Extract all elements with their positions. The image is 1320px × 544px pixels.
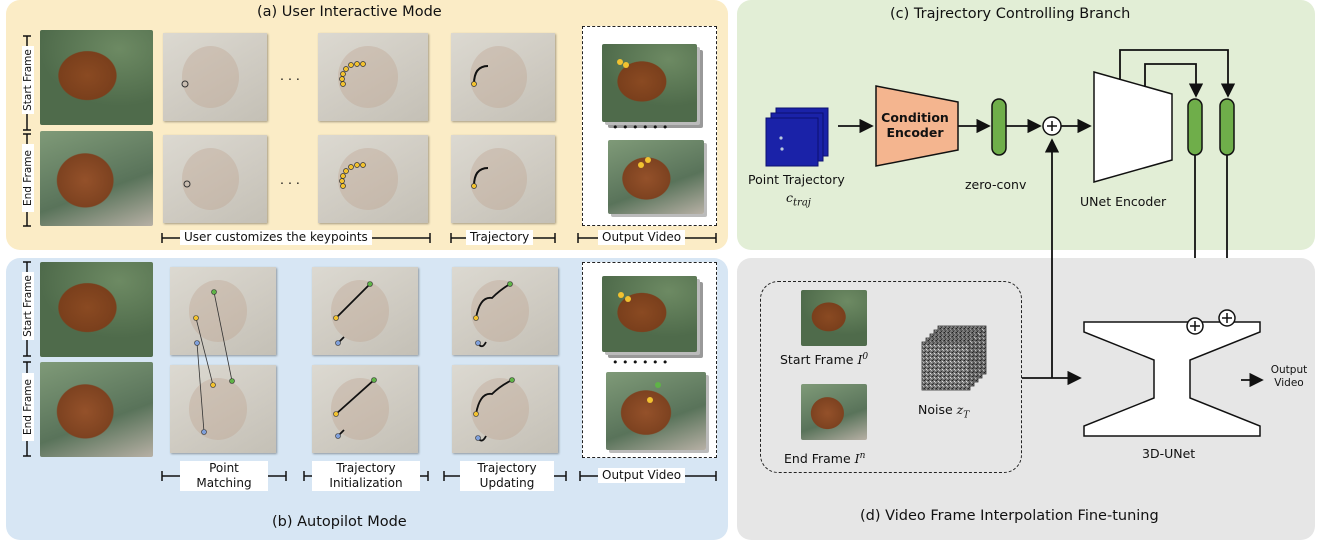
d-start-frame-text: Start Frame [780,352,854,368]
point-trajectory-subscript: traj [793,197,811,209]
keypoint-frame-end-1 [163,135,267,223]
tag-output-video-a: Output Video [598,230,686,245]
noise-label: Noise zT [918,402,969,421]
svg-text:• • • • • •: • • • • • • [612,121,668,134]
trajectory-frame-end [451,135,555,223]
tag-output-video-b: Output Video [598,468,686,483]
keypoint-frame-end-2 [318,135,428,223]
point-trajectory-label: Point Trajectory [748,172,845,187]
d-start-frame-math: I0 [857,352,868,367]
noise-subscript: T [963,410,970,421]
start-frame-photo [40,30,153,125]
d-start-frame-sup: 0 [862,352,869,362]
ellipsis-top: . . . [280,68,300,83]
d-start-frame-photo [801,290,867,346]
keypoint-frame-start-1 [163,33,267,121]
tag-point-matching: Point Matching [180,461,268,491]
noise-text: Noise [918,402,953,417]
d-end-frame-sup: n [859,451,866,461]
panel-a-title: (a) User Interactive Mode [257,4,442,20]
tag-user-customizes: User customizes the keypoints [180,230,372,245]
output-frame-b1 [602,276,697,352]
inputs-dashed-box [760,281,1022,473]
noise-math: zT [956,402,970,421]
d-start-frame-label: Start Frame I0 [780,352,868,367]
d-start-frame-symbol: I [857,352,863,368]
point-trajectory-symbol: ctraj [786,190,811,209]
d-end-frame-math: In [855,451,866,466]
point-trajectory-symbol-c: c [786,190,794,205]
matching-frame-end [170,365,276,453]
matching-frame-start [170,267,276,355]
noise-symbol: z [956,402,964,417]
init-frame-start [312,267,418,355]
output-video-label: Output Video [1270,364,1308,389]
d-end-frame-label: End Frame In [784,451,865,466]
panel-d-title: (d) Video Frame Interpolation Fine-tunin… [860,508,1159,524]
ellipsis-bottom: . . . [280,172,300,187]
init-frame-end [312,365,418,453]
panel-b-title: (b) Autopilot Mode [272,514,407,530]
output-frame-a2 [608,140,704,214]
tag-trajectory: Trajectory [466,230,534,245]
keypoint-frame-start-2 [318,33,428,121]
unet3d-label: 3D-UNet [1142,446,1196,461]
condition-encoder-label: Condition Encoder [881,110,949,140]
zero-conv-label: zero-conv [965,177,1027,192]
output-frame-a1 [602,44,697,122]
d-end-frame-text: End Frame [784,451,851,467]
panel-c-title: (c) Trajrectory Controlling Branch [890,6,1131,22]
tag-trajectory-initialization: Trajectory Initialization [312,461,420,491]
d-end-frame-symbol: I [854,451,860,467]
trajectory-frame-start [451,33,555,121]
tag-trajectory-updating: Trajectory Updating [460,461,554,491]
svg-text:• • • • • •: • • • • • • [612,356,668,369]
unet-encoder-label: UNet Encoder [1080,194,1167,209]
end-frame-photo [40,131,153,226]
b-end-frame-photo [40,362,153,457]
b-start-frame-photo [40,262,153,357]
panel-trajectory-controlling-branch [737,0,1315,250]
d-end-frame-photo [801,384,867,440]
update-frame-end [452,365,558,453]
update-frame-start [452,267,558,355]
